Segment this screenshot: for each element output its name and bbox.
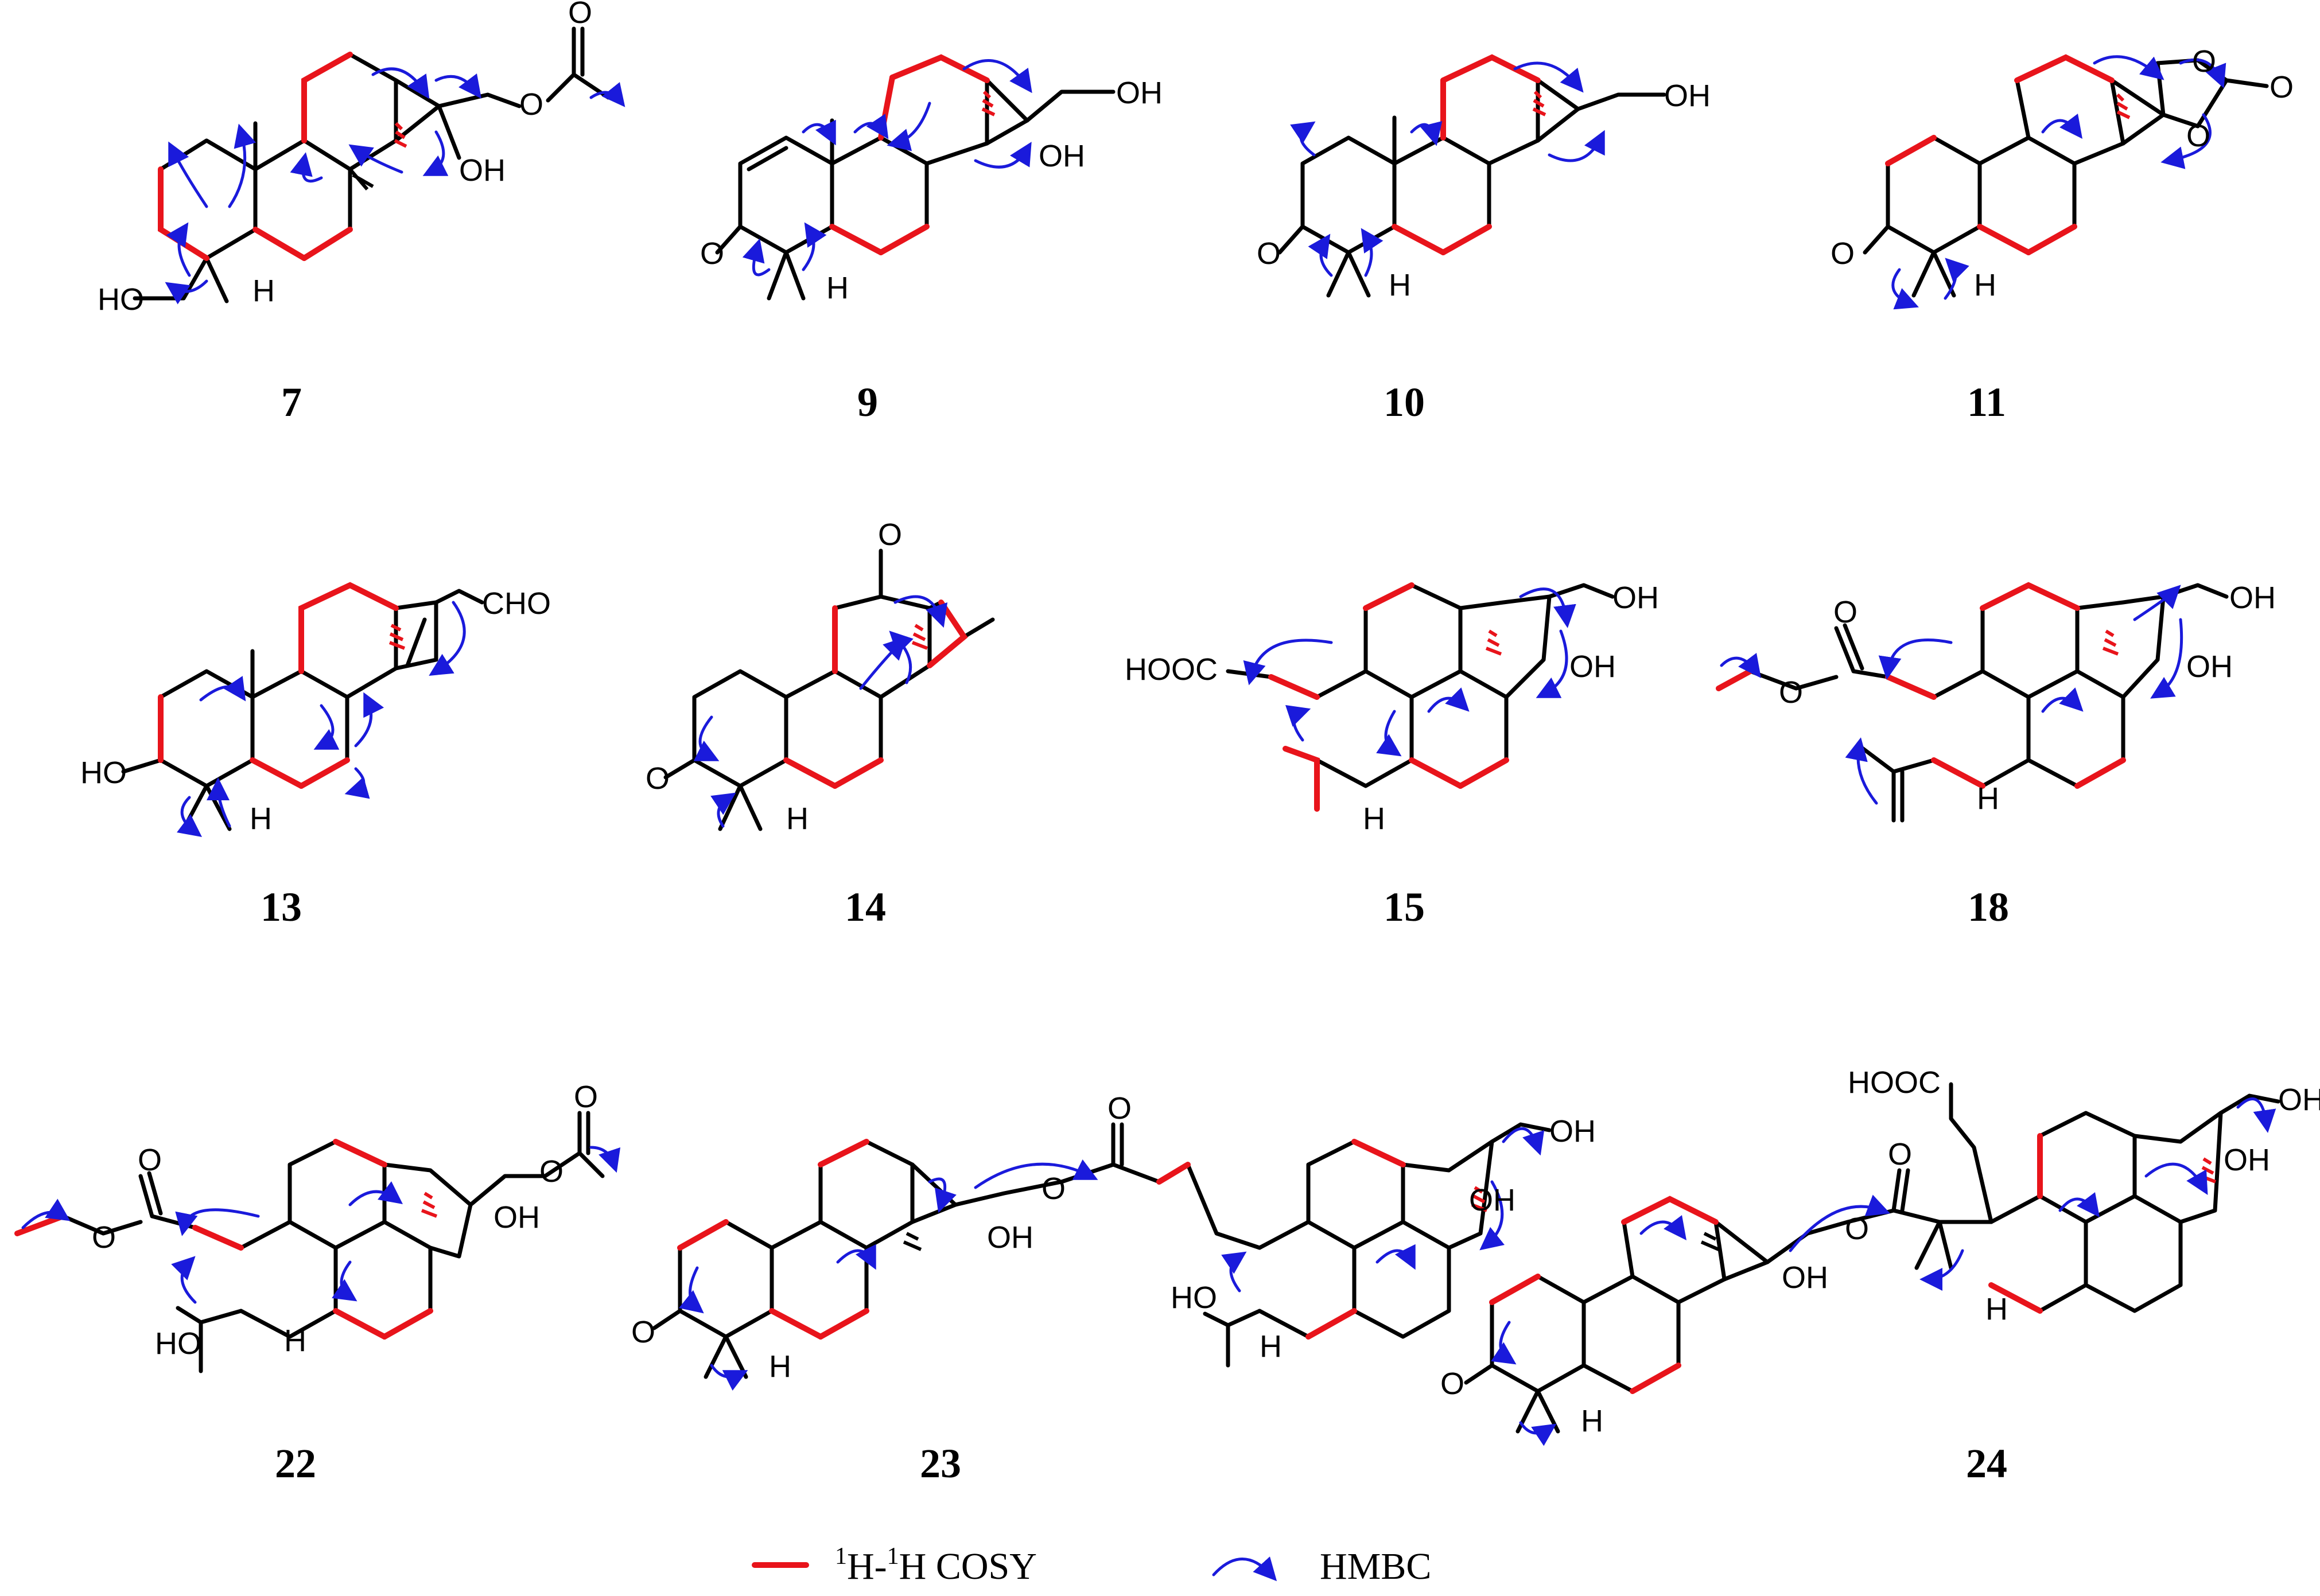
hydrogen-label: H — [1260, 1329, 1282, 1364]
oxygen-label: O — [539, 1154, 564, 1189]
compound-14-structure: O O H — [646, 517, 995, 836]
hydrogen-label: H — [252, 274, 275, 308]
compound-label: 9 — [857, 379, 878, 425]
oxygen-label: O — [1831, 236, 1855, 271]
oxygen-label: O — [646, 761, 670, 796]
aldehyde-label: CHO — [482, 586, 551, 621]
oxygen-label: O — [1779, 675, 1803, 710]
compound-10-structure: O H OH — [1257, 54, 1711, 302]
hydrogen-label: H — [1363, 801, 1385, 836]
compound-label: 10 — [1384, 379, 1425, 425]
hydrogen-label: H — [1974, 268, 1996, 302]
compound-18-structure: O O OH OH H — [1716, 581, 2276, 823]
hydroxyl-label: OH — [2186, 649, 2233, 684]
hydroxyl-label: HO — [98, 282, 144, 317]
oxygen-label: O — [1257, 236, 1281, 271]
carboxylic-acid-label: HOOC — [1848, 1065, 1941, 1100]
hydroxyl-label: OH — [1612, 581, 1659, 615]
oxygen-label: O — [878, 517, 902, 552]
oxygen-label: O — [1042, 1171, 1066, 1206]
compound-23-structure: O H OH O O HO H OH OH — [631, 1091, 1596, 1391]
hydrogen-label: H — [769, 1349, 791, 1384]
hydroxyl-label: OH — [2229, 581, 2276, 615]
legend: 1H-1H COSY HMBC — [752, 1543, 1431, 1587]
hydroxyl-label: OH — [493, 1200, 540, 1235]
hydrogen-label: H — [826, 271, 849, 305]
oxygen-label: O — [574, 1080, 598, 1114]
hmbc-legend-label: HMBC — [1320, 1546, 1431, 1587]
oxygen-label: O — [138, 1143, 162, 1177]
hydroxyl-label: HO — [1171, 1280, 1217, 1315]
hydroxyl-label: OH — [1782, 1260, 1828, 1295]
oxygen-label: O — [2186, 119, 2210, 153]
hydroxyl-label: OH — [459, 153, 506, 188]
oxygen-label: O — [1888, 1137, 1912, 1171]
compound-11-structure: O H O O O — [1831, 44, 2294, 310]
hydroxyl-label: OH — [2224, 1143, 2270, 1177]
hydrogen-label: H — [1389, 268, 1411, 302]
hydroxyl-label: OH — [1116, 76, 1163, 110]
compound-label: 24 — [1966, 1441, 2007, 1486]
hydrogen-label: H — [284, 1323, 306, 1358]
compound-9-structure: O H OH OH — [700, 54, 1163, 305]
hydrogen-label: H — [1977, 781, 1999, 816]
carboxylic-acid-label: HOOC — [1125, 652, 1218, 687]
compound-22-structure: O O HO H OH O O — [14, 1080, 621, 1373]
compound-13-structure: HO H CHO — [80, 582, 551, 838]
oxygen-label: O — [2192, 44, 2216, 79]
oxygen-label: O — [1440, 1367, 1464, 1401]
oxygen-label: O — [568, 0, 592, 30]
oxygen-label: O — [1107, 1091, 1132, 1126]
compound-label: 7 — [281, 379, 302, 425]
cosy-legend-label: 1H-1H COSY — [835, 1543, 1037, 1587]
compound-label: 18 — [1968, 884, 2009, 930]
compound-label: 14 — [845, 884, 886, 930]
oxygen-label: O — [700, 236, 724, 271]
hydrogen-label: H — [1985, 1292, 2008, 1326]
oxygen-label: O — [631, 1315, 655, 1349]
hydroxyl-label: HO — [80, 756, 127, 790]
hydroxyl-label: OH — [1469, 1183, 1515, 1217]
compound-7-structure: HO H OH O O — [98, 0, 625, 317]
oxygen-label: O — [92, 1220, 116, 1255]
compound-label: 22 — [275, 1441, 316, 1486]
compound-24-structure: O H OH O O HOOC H OH OH — [1440, 1065, 2320, 1446]
hydrogen-label: H — [250, 801, 272, 836]
compound-label: 23 — [920, 1441, 961, 1486]
compound-label: 11 — [1967, 379, 2006, 425]
compound-label: 13 — [261, 884, 302, 930]
oxygen-label: O — [1845, 1212, 1869, 1246]
compound-15-structure: HOOC OH OH H — [1125, 581, 1659, 836]
hydroxyl-label: OH — [1664, 79, 1711, 113]
hmbc-legend-arrow — [1212, 1556, 1277, 1582]
oxygen-label: O — [1833, 595, 1857, 629]
hydroxyl-label: OH — [1569, 649, 1616, 684]
hydroxyl-label: OH — [1039, 139, 1085, 173]
oxygen-label: O — [2270, 70, 2294, 104]
hydroxyl-label: OH — [2278, 1083, 2320, 1117]
hydroxyl-label: HO — [155, 1326, 201, 1361]
hydroxyl-label: OH — [987, 1220, 1033, 1255]
hydroxyl-label: OH — [1549, 1114, 1596, 1149]
hydrogen-label: H — [786, 801, 809, 836]
hydrogen-label: H — [1581, 1404, 1603, 1438]
oxygen-label: O — [519, 87, 543, 122]
compound-label: 15 — [1384, 884, 1425, 930]
